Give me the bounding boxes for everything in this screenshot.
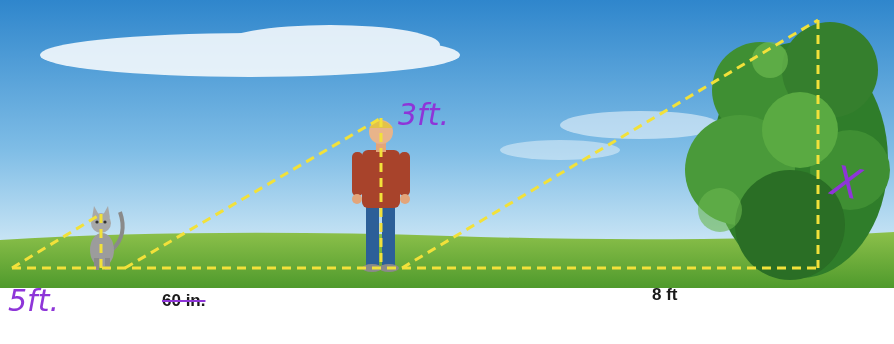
page-ground bbox=[0, 288, 894, 344]
dashed-triangles bbox=[12, 20, 818, 268]
bush bbox=[685, 22, 890, 280]
dimension-label: 8 ft bbox=[652, 286, 678, 305]
cat bbox=[90, 206, 123, 270]
dimension-label: 60 in. bbox=[162, 292, 205, 311]
dimension-label: 3ft. bbox=[398, 98, 449, 131]
dimension-label: 5ft. bbox=[8, 284, 59, 317]
